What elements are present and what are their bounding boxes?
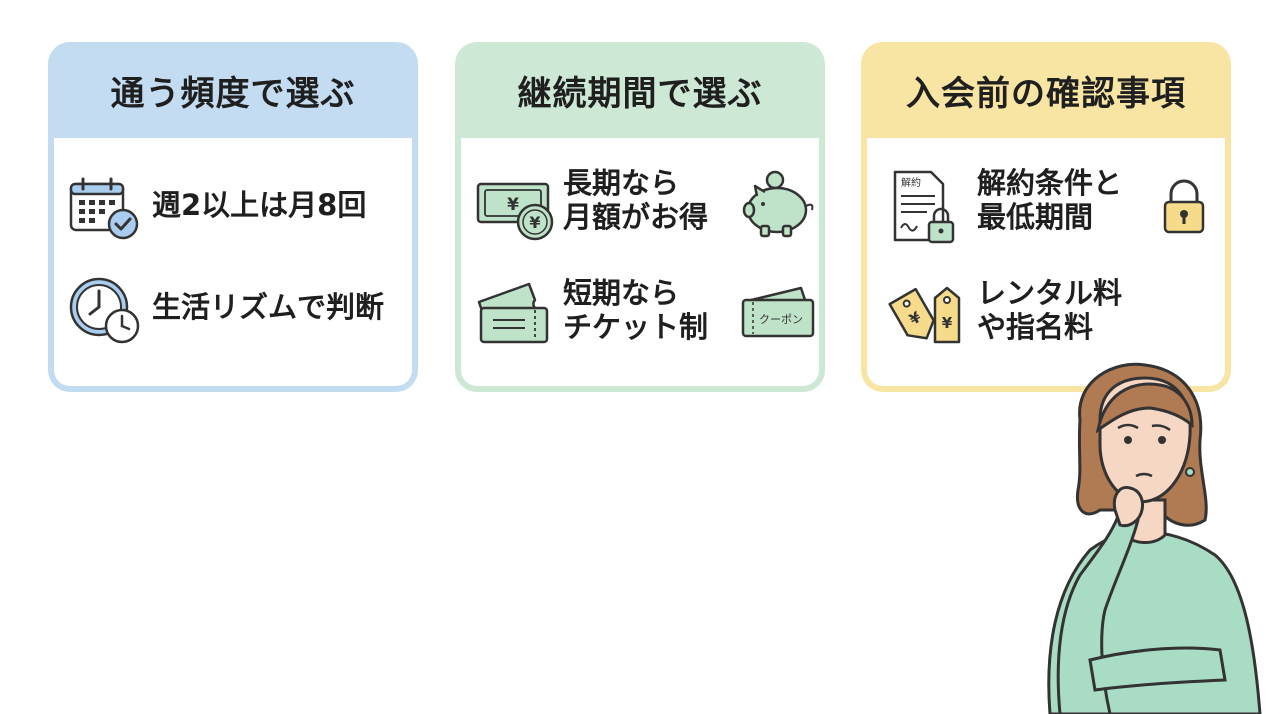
card-title: 継続期間で選ぶ xyxy=(517,73,763,114)
coupon-icon: クーポン xyxy=(739,284,819,342)
card-checklist: 入会前の確認事項 解約 解約条件と 最低期間 xyxy=(861,42,1231,392)
calendar-check-icon xyxy=(68,176,140,242)
bill-yen-symbol: ¥ xyxy=(507,195,519,215)
item-text-line1: 長期なら xyxy=(563,166,680,200)
piggy-bank-icon xyxy=(741,166,821,242)
card-duration: 継続期間で選ぶ ¥ ¥ 長期なら 月額がお得 xyxy=(455,42,825,392)
coupon-label: クーポン xyxy=(759,313,803,326)
card-body: 週2以上は月8回 生活リズムで判断 xyxy=(54,138,412,386)
price-tag-icon: ¥ ¥ xyxy=(885,278,969,352)
item-text: 週2以上は月8回 xyxy=(152,188,367,222)
card-body: 解約 解約条件と 最低期間 xyxy=(867,138,1225,386)
card-title: 入会前の確認事項 xyxy=(906,73,1186,114)
card-body: ¥ ¥ 長期なら 月額がお得 xyxy=(461,138,819,386)
yen-bill-icon: ¥ ¥ xyxy=(475,176,559,246)
item-text-line2: チケット制 xyxy=(563,310,709,345)
ticket-icon xyxy=(473,278,557,346)
thinking-woman-illustration xyxy=(1020,360,1270,714)
card-title: 通う頻度で選ぶ xyxy=(110,73,356,114)
item-text-line1: 短期なら xyxy=(563,276,680,310)
contract-lock-icon: 解約 xyxy=(891,168,961,248)
doc-label: 解約 xyxy=(901,176,921,189)
coin-yen-symbol: ¥ xyxy=(529,213,540,232)
item-text-line1: 解約条件と xyxy=(977,166,1123,200)
item-text-line2: や指名料 xyxy=(977,310,1094,345)
item-text-line2: 月額がお得 xyxy=(563,200,709,235)
item-text-line1: レンタル料 xyxy=(977,276,1123,310)
tag2-yen-symbol: ¥ xyxy=(942,314,953,332)
item-text: 生活リズムで判断 xyxy=(152,290,385,324)
padlock-icon xyxy=(1161,178,1207,236)
item-text-line2: 最低期間 xyxy=(977,200,1094,235)
card-frequency: 通う頻度で選ぶ 週2以上は月8回 xyxy=(48,42,418,392)
clock-icon xyxy=(68,276,144,348)
